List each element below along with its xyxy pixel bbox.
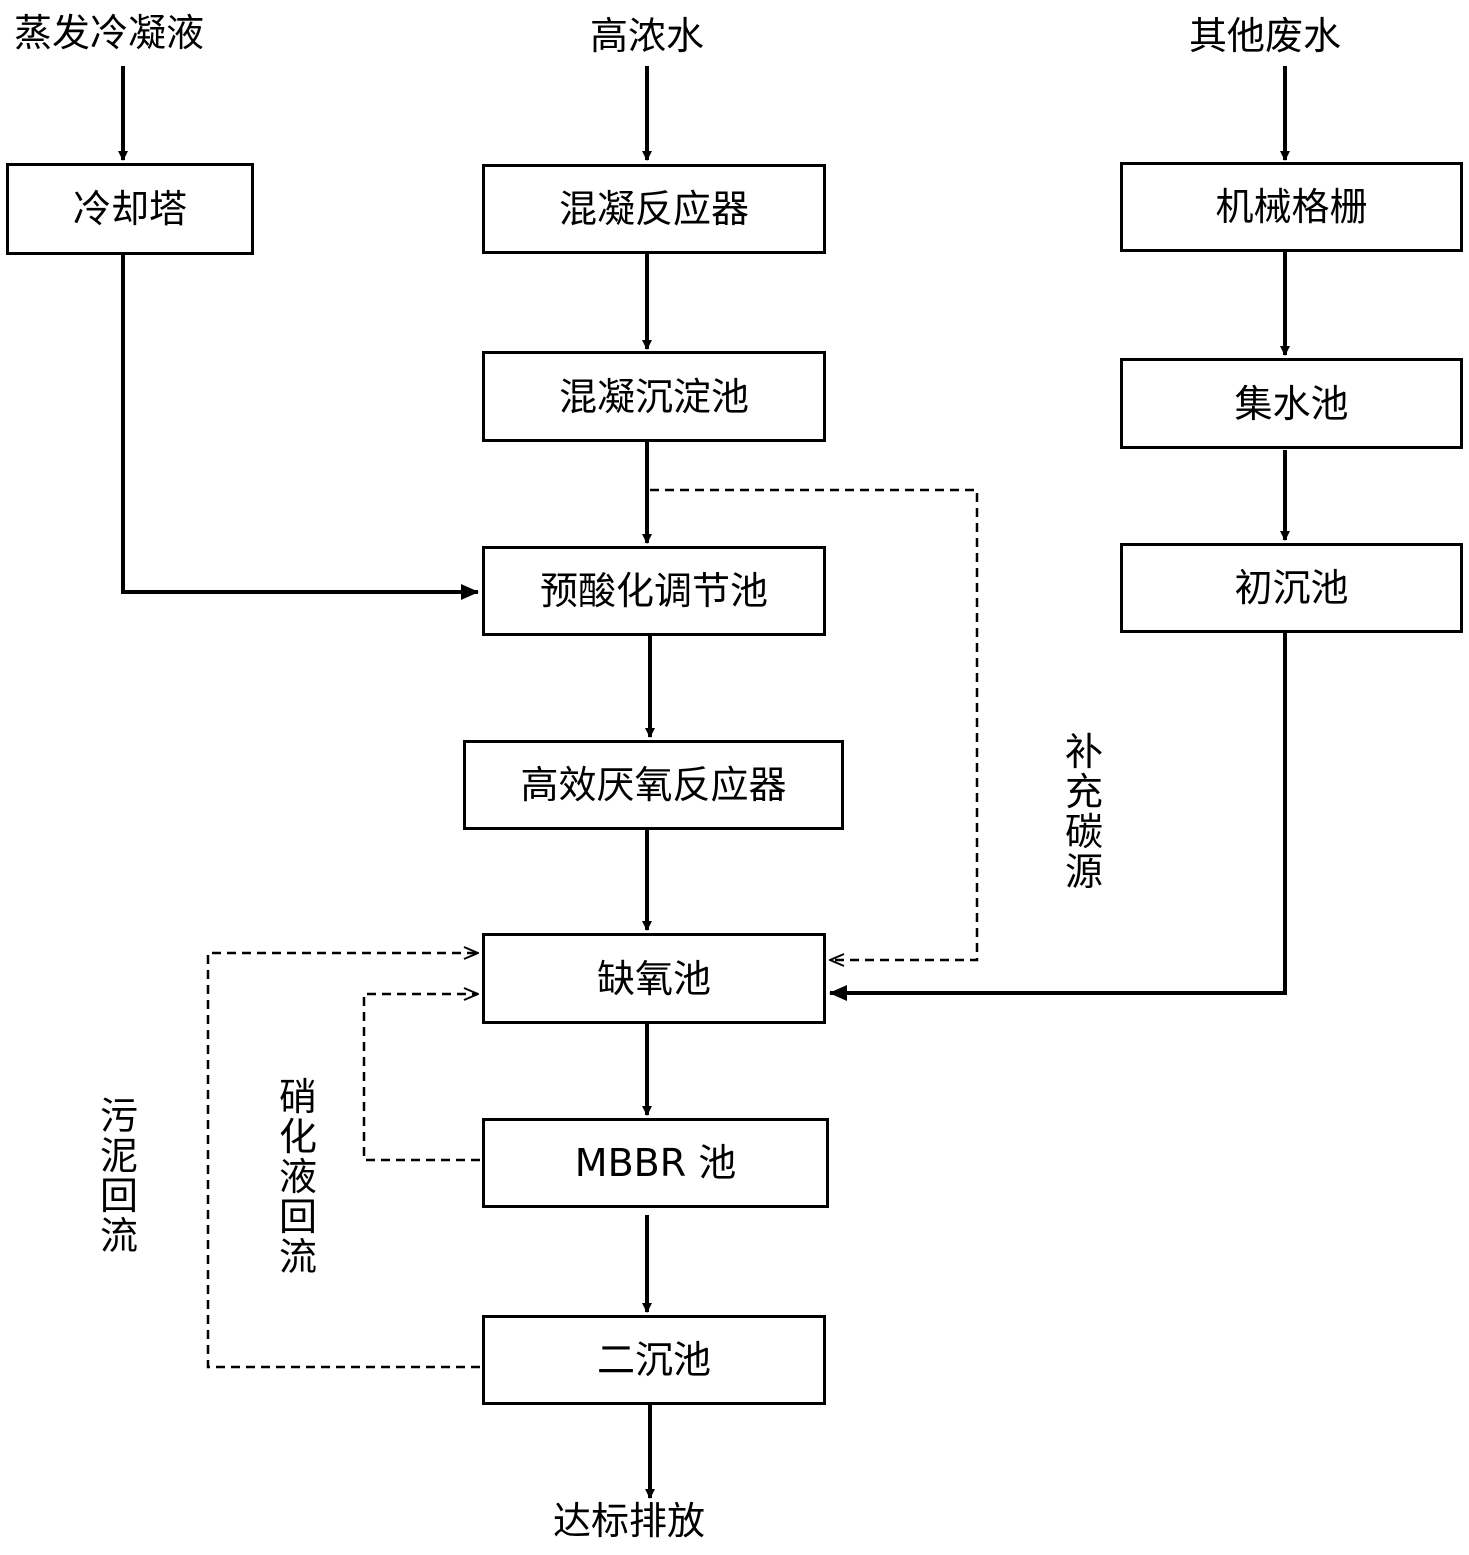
input-other-wastewater: 其他废水 bbox=[1189, 14, 1342, 58]
input-high-concentration-water: 高浓水 bbox=[590, 14, 705, 58]
box-coagulation-reactor: 混凝反应器 bbox=[482, 164, 826, 254]
label-sludge-return: 污泥回流 bbox=[99, 1094, 138, 1258]
box-mechanical-screen: 机械格栅 bbox=[1120, 162, 1463, 252]
box-collection-tank: 集水池 bbox=[1120, 358, 1463, 449]
box-mbbr-tank: MBBR 池 bbox=[482, 1118, 829, 1208]
dashed-sludge-return bbox=[206, 953, 480, 1369]
box-secondary-clarifier: 二沉池 bbox=[482, 1315, 826, 1405]
box-preacidification-tank: 预酸化调节池 bbox=[482, 546, 826, 636]
label-nitrification-return: 硝化液回流 bbox=[278, 1075, 317, 1279]
line-primary-to-anoxic bbox=[829, 633, 1287, 1001]
output-discharge: 达标排放 bbox=[553, 1499, 706, 1543]
line-cooling-to-preacid bbox=[121, 253, 479, 600]
label-carbon-supplement: 补充碳源 bbox=[1064, 730, 1103, 894]
box-coagulation-sedimentation: 混凝沉淀池 bbox=[482, 351, 826, 442]
dashed-carbon-supplement bbox=[650, 488, 979, 960]
box-primary-sedimentation: 初沉池 bbox=[1120, 543, 1463, 633]
box-anaerobic-reactor: 高效厌氧反应器 bbox=[463, 740, 844, 830]
dashed-nitrification-return bbox=[362, 994, 480, 1162]
input-evaporation-condensate: 蒸发冷凝液 bbox=[14, 11, 205, 55]
box-anoxic-tank: 缺氧池 bbox=[482, 933, 826, 1024]
box-cooling-tower: 冷却塔 bbox=[6, 163, 254, 255]
